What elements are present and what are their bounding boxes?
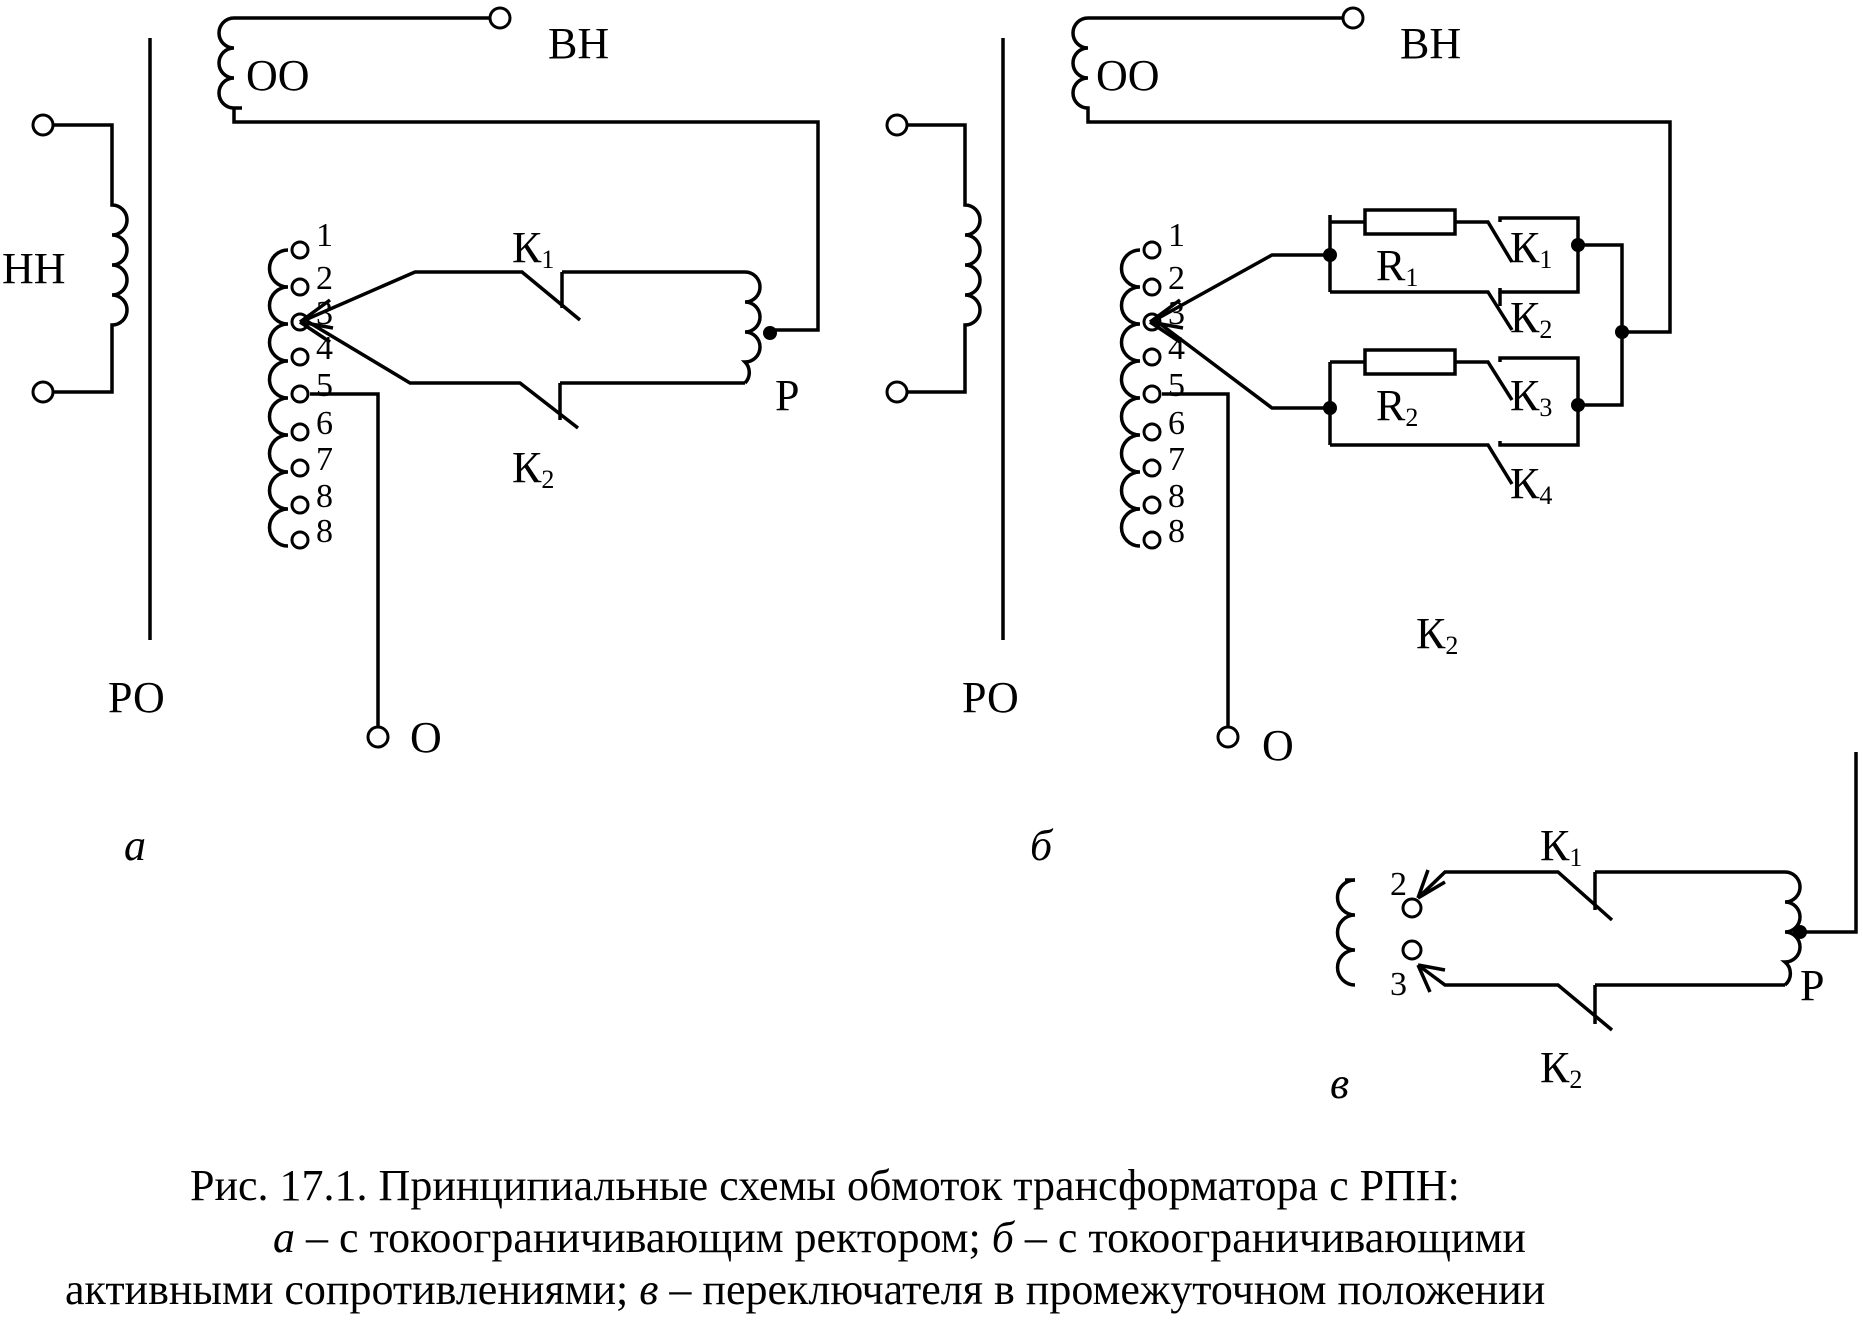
tap-terminal-b	[1142, 458, 1162, 478]
oo-winding-a: ОО ВН	[217, 6, 820, 332]
tap-terminal-a	[290, 458, 310, 478]
oo-label-b: ОО	[1096, 51, 1160, 100]
panel-letter-a: а	[124, 821, 146, 870]
tap-label-b: 7	[1168, 441, 1185, 478]
tap-terminal-b	[1142, 422, 1162, 442]
tap-terminal-b	[1142, 495, 1162, 515]
tap-2-terminal-v	[1401, 897, 1423, 919]
tap-2-label-v: 2	[1390, 866, 1407, 903]
tap-terminal-a	[290, 347, 310, 367]
tap-terminal-a	[290, 495, 310, 515]
tap-label-b: 6	[1168, 405, 1185, 442]
tap-label-b: 5	[1168, 367, 1185, 404]
tap-terminal-a	[290, 530, 310, 550]
tap-terminal-b	[1142, 277, 1162, 297]
tap-label-b: 8	[1168, 478, 1185, 515]
vn-terminal-b	[1341, 6, 1365, 30]
tap-label-a: 5	[316, 367, 333, 404]
tap-terminal-b	[1142, 347, 1162, 367]
oo-label-a: ОО	[246, 51, 310, 100]
k2-label-b-lower: К2	[1416, 609, 1458, 660]
panel-letter-b: б	[1030, 821, 1054, 870]
k1-label-b: К1	[1510, 223, 1552, 274]
ro-label-a: РО	[108, 673, 165, 722]
tap-label-b: 1	[1168, 217, 1185, 254]
tap-terminal-b	[1142, 384, 1162, 404]
tap-label-b: 8	[1168, 513, 1185, 550]
tap-terminal-a	[290, 277, 310, 297]
caption-line-3: активными сопротивлениями; в – переключа…	[65, 1265, 1546, 1314]
caption-line-1: Рис. 17.1. Принципиальные схемы обмоток …	[190, 1161, 1460, 1210]
reactor-label-v: Р	[1800, 961, 1824, 1010]
o-terminal-a	[366, 725, 390, 749]
tap-terminal-b	[1142, 530, 1162, 550]
o-label-a: О	[410, 713, 442, 762]
tap-label-a: 7	[316, 441, 333, 478]
panel-v: 2 3 Р К1 К2 в	[1330, 752, 1858, 1108]
caption-line-2: а – с токоограничивающим ректором; б – с…	[273, 1213, 1526, 1262]
junction-b	[1615, 325, 1629, 339]
ro-label-b: РО	[962, 673, 1019, 722]
tap-terminal-b	[1142, 240, 1162, 260]
r1-label: R1	[1376, 241, 1418, 292]
tap-3-terminal-v	[1401, 939, 1423, 961]
tap-label-a: 2	[316, 260, 333, 297]
nn-winding-a: НН	[2, 113, 129, 404]
k1-label-v: К1	[1540, 821, 1582, 872]
nn-winding-b	[885, 113, 982, 404]
resistor-r1	[1363, 208, 1457, 236]
reactor-junction-a	[763, 326, 777, 340]
k2-label-a: К2	[512, 443, 554, 494]
tap-label-a: 1	[316, 217, 333, 254]
k2-label-b: К2	[1510, 293, 1552, 344]
tap-3-label-v: 3	[1390, 966, 1407, 1003]
r2-label: R2	[1376, 381, 1418, 432]
k4-label-b: К4	[1510, 459, 1552, 510]
tap-label-a: 8	[316, 478, 333, 515]
tap-terminal-a	[290, 384, 310, 404]
tap-label-b: 2	[1168, 260, 1185, 297]
vn-terminal-a	[488, 6, 512, 30]
tap-terminal-a	[290, 240, 310, 260]
k2-label-v: К2	[1540, 1043, 1582, 1094]
panel-letter-v: в	[1330, 1059, 1349, 1108]
o-label-b: О	[1262, 721, 1294, 770]
o-terminal-b	[1216, 725, 1240, 749]
resistor-r2	[1363, 348, 1457, 376]
vn-label-b: ВН	[1400, 19, 1461, 68]
switch-circuit-a: Р К1 К2	[298, 223, 799, 494]
nn-terminal-bottom-b	[885, 380, 909, 404]
k1-label-a: К1	[512, 223, 554, 274]
tap-terminal-a	[290, 422, 310, 442]
vn-label-a: ВН	[548, 19, 609, 68]
k3-label-b: К3	[1510, 371, 1552, 422]
tap-label-a: 3	[316, 295, 333, 332]
oo-winding-b: ОО ВН	[1071, 6, 1672, 334]
nn-terminal-top-a	[31, 113, 55, 137]
nn-terminal-bottom-a	[31, 380, 55, 404]
tap-label-a: 6	[316, 405, 333, 442]
tap-label-a: 8	[316, 513, 333, 550]
nn-label-a: НН	[2, 244, 66, 293]
reactor-label-a: Р	[775, 371, 799, 420]
switch-circuit-b: R1 R2 К1 К2 К3 К4 К2	[1148, 208, 1629, 660]
nn-terminal-top-b	[885, 113, 909, 137]
